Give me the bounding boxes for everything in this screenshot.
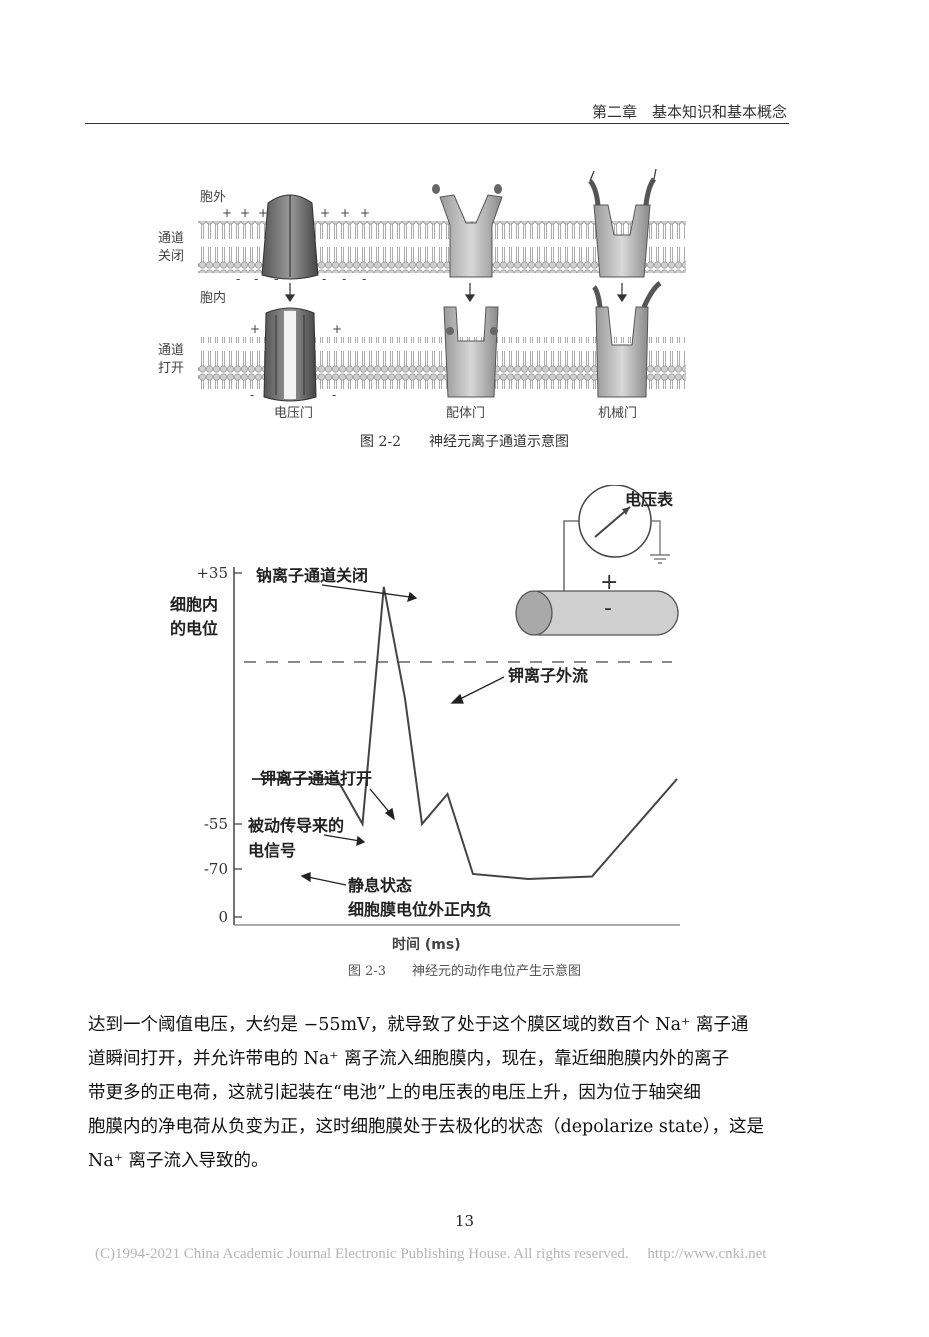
figure-2-2-caption: 图 2-2 神经元离子通道示意图: [360, 434, 569, 450]
svg-text:+: +: [240, 206, 250, 220]
annotation-rest-1: 静息状态: [348, 876, 412, 895]
transition-arrows: [284, 283, 628, 303]
y-label-2: 的电位: [170, 619, 218, 638]
axon-minus: -: [604, 596, 612, 621]
axon-plus: +: [600, 570, 618, 595]
svg-text:-: -: [254, 272, 258, 286]
annotation-passive-1: 被动传导来的: [248, 816, 344, 835]
svg-text:+: +: [360, 206, 370, 220]
figure-2-3-caption: 图 2-3 神经元的动作电位产生示意图: [347, 964, 582, 979]
annotation-k-outflow: 钾离子外流: [508, 666, 588, 685]
ion-channel-figure: 胞外 通道 关闭 胞内 通道 打开 +++ +++ --- --- ++ -- …: [158, 168, 686, 421]
annotation-k-open: 钾离子通道打开: [260, 769, 372, 788]
body-line-2: 道瞬间打开，并允许带电的 Na⁺ 离子流入细胞膜内，现在，靠近细胞膜内外的离子: [88, 1049, 730, 1069]
label-closed-1: 通道: [158, 231, 184, 246]
running-title: 第二章 基本知识和基本概念: [591, 103, 787, 121]
y-ticks: +35 -55 -70 0: [196, 564, 242, 926]
svg-text:-: -: [332, 388, 336, 402]
action-potential-curve: [252, 586, 678, 881]
ligand-gate-closed: [439, 194, 503, 278]
svg-text:+: +: [332, 322, 342, 336]
body-line-3: 带更多的正电荷，这就引起装在“电池”上的电压表的电压上升，因为位于轴突细: [88, 1083, 701, 1103]
body-line-5: Na⁺ 离子流入导致的。: [88, 1151, 269, 1171]
label-closed-2: 关闭: [158, 249, 184, 264]
voltmeter-label: 电压表: [625, 490, 674, 509]
svg-text:+: +: [258, 206, 268, 220]
ligand-gate-open: [443, 306, 499, 398]
svg-text:+: +: [222, 206, 232, 220]
y-label-1: 细胞内: [170, 595, 218, 614]
annotation-arrows: [300, 584, 505, 886]
svg-text:-: -: [274, 272, 278, 286]
action-potential-figure: 电压表 + - +35 -55 -70 0 细胞内 的电位 时间 (ms) 钠离子通道…: [170, 485, 680, 953]
label-inside: 胞内: [200, 290, 226, 306]
label-ligand-gate: 配体门: [446, 406, 485, 421]
label-voltage-gate: 电压门: [274, 406, 313, 421]
svg-text:+: +: [250, 322, 260, 336]
svg-text:-: -: [342, 272, 346, 286]
label-open-2: 打开: [158, 361, 184, 376]
svg-text:-: -: [322, 272, 326, 286]
y-tick-label: -70: [204, 860, 228, 878]
label-outside: 胞外: [200, 190, 226, 205]
x-label: 时间 (ms): [392, 936, 461, 953]
svg-text:-: -: [362, 272, 366, 286]
body-paragraph: 达到一个阈值电压，大约是 −55mV，就导致了处于这个膜区域的数百个 Na⁺ 离…: [88, 1008, 788, 1178]
y-tick-label: +35: [196, 564, 228, 582]
svg-text:+: +: [340, 206, 350, 220]
body-line-4: 胞膜内的净电荷从负变为正，这时细胞膜处于去极化的状态（depolarize st…: [88, 1117, 765, 1137]
copyright-footer: (C)1994-2021 China Academic Journal Elec…: [95, 1246, 767, 1262]
label-open-1: 通道: [158, 343, 184, 358]
mechanical-gate-closed: [593, 204, 651, 278]
annotation-rest-2: 细胞膜电位外正内负: [348, 900, 492, 919]
svg-text:-: -: [250, 388, 254, 402]
charge-signs: +++ +++ --- --- ++ --: [222, 206, 370, 402]
annotation-na-close: 钠离子通道关闭: [256, 566, 368, 585]
label-mechanical-gate: 机械门: [598, 406, 637, 421]
svg-text:-: -: [236, 272, 240, 286]
svg-text:+: +: [320, 206, 330, 220]
y-tick-label: 0: [218, 908, 228, 926]
body-line-1: 达到一个阈值电压，大约是 −55mV，就导致了处于这个膜区域的数百个 Na⁺ 离…: [88, 1015, 749, 1035]
y-tick-label: -55: [204, 815, 228, 833]
page-number: 13: [454, 1212, 475, 1230]
mechanical-gate-open: [595, 306, 649, 398]
annotation-passive-2: 电信号: [248, 841, 296, 860]
header-rule: [85, 123, 789, 124]
